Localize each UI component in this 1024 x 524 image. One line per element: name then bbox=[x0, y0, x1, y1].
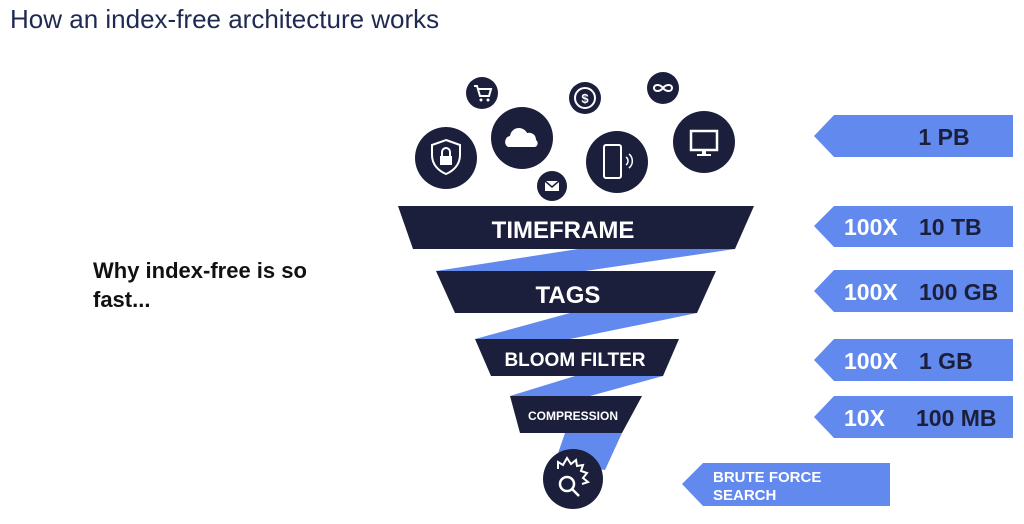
infinity-icon bbox=[647, 72, 679, 104]
size-arrow-100mb: 10X 100 MB bbox=[814, 396, 1013, 438]
factor-label: 100X bbox=[844, 348, 898, 374]
stage-label: TAGS bbox=[536, 282, 601, 309]
search-icon bbox=[543, 449, 603, 509]
cloud-icon bbox=[491, 107, 553, 169]
dollar-icon: $ bbox=[569, 82, 601, 114]
subtitle: Why index-free is so fast... bbox=[93, 258, 307, 312]
size-label: 100 GB bbox=[919, 279, 998, 305]
stage-timeframe: TIMEFRAME bbox=[398, 206, 754, 249]
stage-tags: TAGS bbox=[436, 271, 716, 313]
phone-icon bbox=[586, 131, 648, 193]
factor-label: 10X bbox=[844, 405, 886, 431]
stage-label: BLOOM FILTER bbox=[504, 350, 645, 371]
slide-title: How an index-free architecture works bbox=[10, 4, 440, 34]
size-arrow-1pb: 1 PB bbox=[814, 115, 1013, 157]
mail-icon bbox=[537, 171, 567, 201]
svg-text:$: $ bbox=[581, 91, 589, 106]
stage-compression: COMPRESSION bbox=[510, 396, 642, 433]
size-label: 10 TB bbox=[919, 214, 982, 240]
lock-icon bbox=[415, 127, 477, 189]
factor-label: 100X bbox=[844, 279, 898, 305]
factor-label: 100X bbox=[844, 214, 898, 240]
brute-force-line1: BRUTE FORCE bbox=[713, 469, 821, 486]
stage-label: TIMEFRAME bbox=[492, 217, 635, 244]
monitor-icon bbox=[673, 111, 735, 173]
cart-icon bbox=[466, 77, 498, 109]
brute-force-line2: SEARCH bbox=[713, 487, 776, 504]
size-arrow-10tb: 100X 10 TB bbox=[814, 206, 1013, 247]
size-label: 100 MB bbox=[916, 405, 997, 431]
stage-bloom-filter: BLOOM FILTER bbox=[475, 339, 679, 376]
brute-force-arrow: BRUTE FORCE SEARCH bbox=[682, 463, 890, 506]
size-label: 1 GB bbox=[919, 348, 973, 374]
size-arrow-100gb: 100X 100 GB bbox=[814, 270, 1013, 312]
size-label: 1 PB bbox=[918, 124, 969, 150]
stage-label: COMPRESSION bbox=[528, 409, 618, 423]
size-arrow-1gb: 100X 1 GB bbox=[814, 339, 1013, 381]
